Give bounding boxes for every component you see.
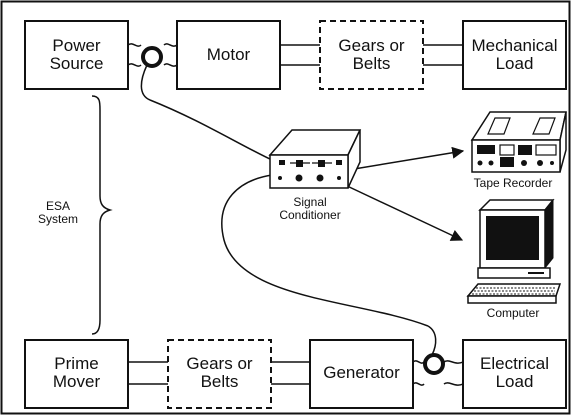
wire-probe-load-bottom [443, 382, 464, 386]
tape-recorder-label: Tape Recorder [473, 176, 553, 190]
wire-power-probe-top [127, 43, 142, 47]
signal-conditioner-icon [268, 129, 362, 189]
wire-probe-load-top [443, 360, 464, 364]
prime-mover-box [24, 339, 129, 409]
wire-power-probe-bottom [127, 63, 142, 67]
electrical-load-box [462, 339, 567, 409]
esa-system-brace [91, 95, 113, 335]
current-probe-icon [140, 46, 163, 101]
computer-label: Computer [486, 306, 540, 320]
cable-bottom-probe-to-conditioner [221, 174, 429, 327]
wire-generator-probe-top [412, 360, 425, 364]
cable-top-probe-to-conditioner [149, 99, 273, 161]
motor-box [176, 20, 281, 90]
wire-probe-motor-bottom [163, 63, 178, 67]
gears-top-box [319, 20, 424, 90]
motor-label: Motor [206, 45, 251, 64]
current-probe-icon [423, 325, 445, 375]
wire-generator-probe-bottom [412, 382, 425, 386]
mechanical-load-box [462, 20, 567, 90]
arrow-to-computer [344, 184, 464, 241]
generator-box [309, 339, 414, 409]
generator-label: Generator [323, 363, 400, 382]
wire-probe-motor-top [163, 43, 178, 47]
power-source-box [24, 20, 129, 90]
gears-bottom-box [167, 339, 272, 409]
tape-recorder-icon [470, 111, 567, 173]
computer-icon [466, 198, 562, 304]
arrow-to-tape-recorder [347, 146, 465, 171]
